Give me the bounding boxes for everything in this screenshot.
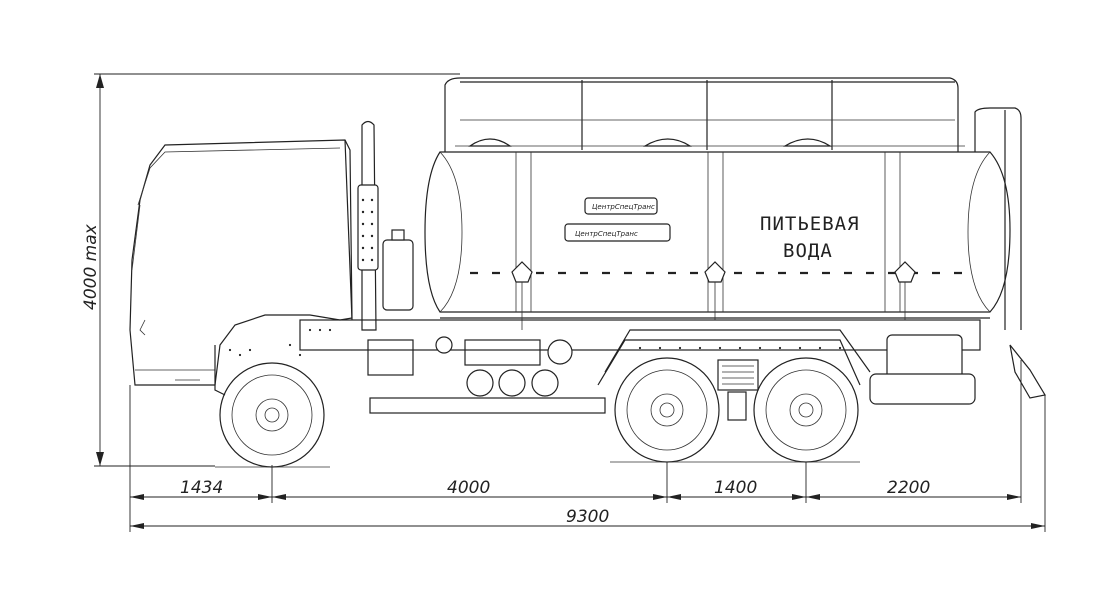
wheelbase-rear-label: 1400 bbox=[714, 478, 757, 498]
dimension-lines bbox=[94, 73, 1046, 532]
wheelbase-front-label: 4000 bbox=[447, 478, 490, 498]
truck-cab bbox=[129, 139, 353, 396]
rear-suspension bbox=[717, 359, 759, 421]
tank bbox=[424, 151, 1011, 330]
chassis bbox=[228, 319, 1046, 414]
svg-text:ЦентрСпецТранс: ЦентрСпецТранс bbox=[592, 203, 655, 211]
rear-overhang-label: 2200 bbox=[887, 478, 930, 498]
top-railing bbox=[444, 77, 1022, 330]
tank-label-line2: ВОДА bbox=[783, 240, 833, 262]
tank-logo-bottom: ЦентрСпецТранс bbox=[564, 223, 671, 242]
height-dimension-label: 4000 max bbox=[81, 223, 101, 310]
total-length-label: 9300 bbox=[566, 507, 609, 527]
tank-label-line1: ПИТЬЕВАЯ bbox=[760, 213, 860, 235]
exhaust-stack bbox=[357, 120, 414, 331]
front-wheel bbox=[219, 362, 325, 468]
front-overhang-label: 1434 bbox=[180, 478, 223, 498]
tank-logo-top: ЦентрСпецТранс bbox=[584, 197, 658, 215]
svg-text:ЦентрСпецТранс: ЦентрСпецТранс bbox=[575, 230, 638, 238]
middle-wheel bbox=[614, 357, 720, 463]
rear-wheel bbox=[753, 357, 859, 463]
